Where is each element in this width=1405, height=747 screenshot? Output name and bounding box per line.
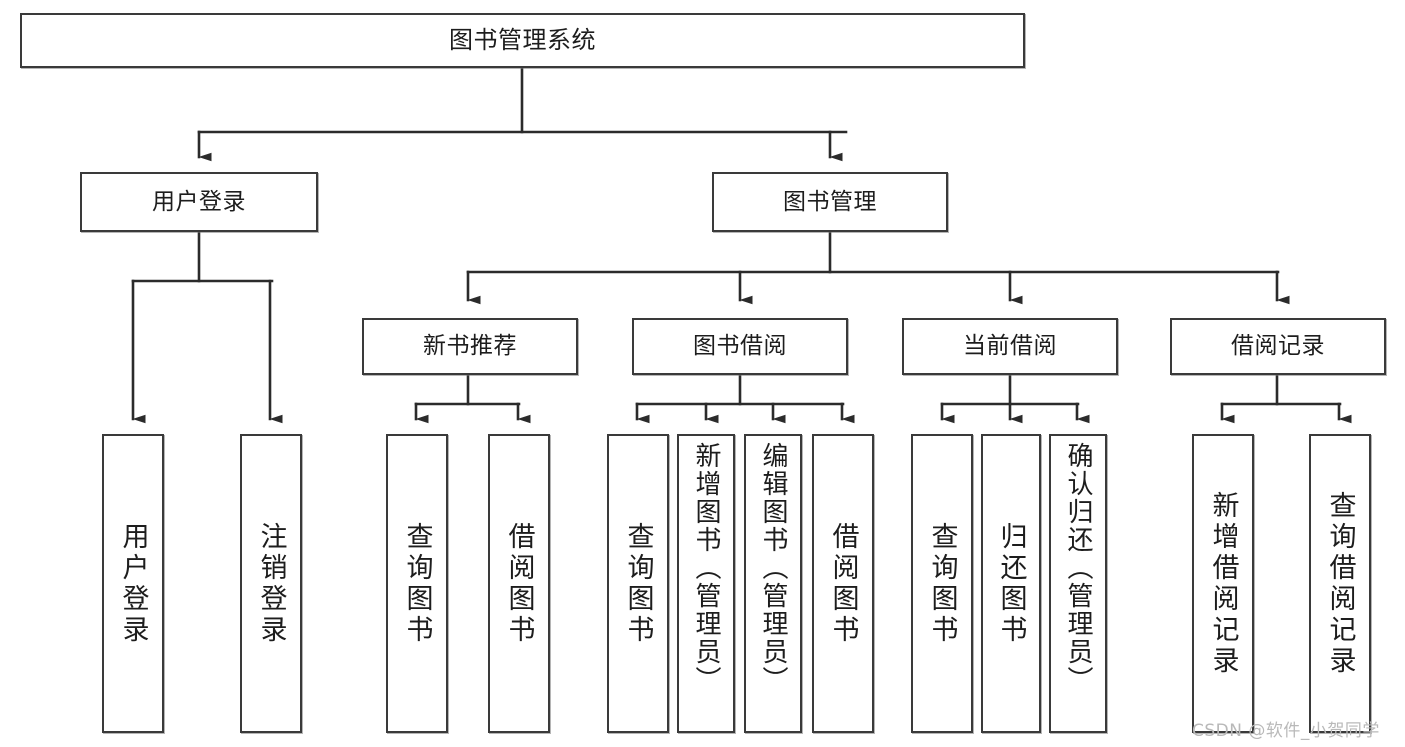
leaf-logout-login[interactable]: 注销登录	[240, 434, 302, 733]
node-label: 新书推荐	[423, 333, 517, 360]
node-label: 用户登录	[117, 521, 149, 646]
node-label: 查询图书	[622, 521, 654, 646]
leaf-query-book-recommend[interactable]: 查询图书	[386, 434, 448, 733]
leaf-borrow-book-recommend[interactable]: 借阅图书	[488, 434, 550, 733]
node-book-borrow[interactable]: 图书借阅	[632, 318, 848, 375]
node-label: 查询借阅记录	[1324, 490, 1356, 677]
csdn-watermark: CSDN @软件_小贺同学	[1192, 721, 1380, 741]
node-label: 当前借阅	[963, 333, 1057, 360]
node-root-book-management-system[interactable]: 图书管理系统	[20, 13, 1025, 68]
node-label: 借阅记录	[1231, 333, 1325, 360]
leaf-query-book-borrow[interactable]: 查询图书	[607, 434, 669, 733]
node-book-management[interactable]: 图书管理	[712, 172, 948, 232]
node-label: 注销登录	[255, 521, 287, 646]
leaf-confirm-return-admin[interactable]: 确认归还（管理员）	[1049, 434, 1107, 733]
node-label: 归还图书	[995, 521, 1027, 646]
node-current-borrow[interactable]: 当前借阅	[902, 318, 1118, 375]
node-label: 编辑图书（管理员）	[758, 442, 788, 694]
node-label: 图书借阅	[693, 333, 787, 360]
leaf-borrow-book[interactable]: 借阅图书	[812, 434, 874, 733]
node-label: 查询图书	[401, 521, 433, 646]
node-new-book-recommend[interactable]: 新书推荐	[362, 318, 578, 375]
node-label: 新增借阅记录	[1207, 490, 1239, 677]
leaf-query-book-current[interactable]: 查询图书	[911, 434, 973, 733]
node-label: 借阅图书	[503, 521, 535, 646]
node-label: 用户登录	[152, 188, 246, 215]
node-label: 确认归还（管理员）	[1063, 442, 1093, 694]
leaf-return-book[interactable]: 归还图书	[981, 434, 1041, 733]
node-label: 新增图书（管理员）	[691, 442, 721, 694]
node-label: 图书管理	[783, 188, 877, 215]
leaf-user-login[interactable]: 用户登录	[102, 434, 164, 733]
leaf-add-borrow-record[interactable]: 新增借阅记录	[1192, 434, 1254, 733]
node-borrow-record[interactable]: 借阅记录	[1170, 318, 1386, 375]
node-user-login[interactable]: 用户登录	[80, 172, 318, 232]
leaf-query-borrow-record[interactable]: 查询借阅记录	[1309, 434, 1371, 733]
node-label: 图书管理系统	[449, 25, 596, 54]
leaf-edit-book-admin[interactable]: 编辑图书（管理员）	[744, 434, 802, 733]
leaf-add-book-admin[interactable]: 新增图书（管理员）	[677, 434, 735, 733]
node-label: 查询图书	[926, 521, 958, 646]
node-label: 借阅图书	[827, 521, 859, 646]
